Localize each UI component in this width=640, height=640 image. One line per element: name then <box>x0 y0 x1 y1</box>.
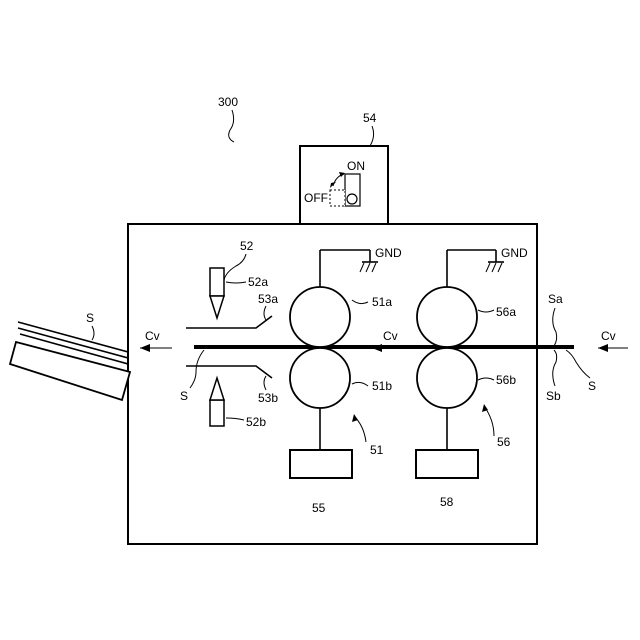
sensor-unit-label: 52 <box>240 239 254 253</box>
flow-label-right: Cv <box>601 329 616 343</box>
roller-56a <box>417 287 477 347</box>
tray-sheet-leader <box>92 326 94 340</box>
sheet-right-leader <box>566 350 590 378</box>
tray-sheet-label: S <box>86 311 94 325</box>
lower-sensor-label: 52b <box>246 415 266 429</box>
switch-off-label: OFF <box>304 191 328 205</box>
roller-51a-label: 51a <box>372 295 392 309</box>
output-tray <box>10 322 130 400</box>
figure-ref-label: 300 <box>218 95 238 109</box>
sheet-bottom-side-label: Sb <box>546 389 561 403</box>
roller-56b <box>417 348 477 408</box>
sheet-bottom-side-leader <box>553 350 557 386</box>
roller-51b-label: 51b <box>372 379 392 393</box>
flow-arrow-right <box>598 344 628 352</box>
switch-box <box>300 146 388 224</box>
unit-56-label: 56 <box>497 435 511 449</box>
upper-sensor-label: 52a <box>248 275 268 289</box>
switch-knob-icon <box>347 194 357 204</box>
flow-label-mid: Cv <box>383 329 398 343</box>
motor-55-label: 55 <box>312 501 326 515</box>
sheet-left-label: S <box>180 389 188 403</box>
sheet-right-label: S <box>588 379 596 393</box>
sheet-top-side-label: Sa <box>548 292 563 306</box>
flow-label-left: Cv <box>145 329 160 343</box>
motor-58-label: 58 <box>440 495 454 509</box>
unit-51-label: 51 <box>370 443 384 457</box>
ground-label-56: GND <box>501 246 528 260</box>
upper-guide-label: 53a <box>258 292 278 306</box>
sheet-top-side-leader <box>553 308 557 346</box>
lower-guide-label: 53b <box>258 391 278 405</box>
roller-51b <box>290 348 350 408</box>
switch-on-label: ON <box>347 159 365 173</box>
motor-58 <box>416 450 478 478</box>
switch-off-position <box>330 190 345 206</box>
roller-56a-label: 56a <box>496 305 516 319</box>
figure-ref-leader <box>229 110 234 142</box>
roller-56b-label: 56b <box>496 373 516 387</box>
roller-51a <box>290 287 350 347</box>
switch-ref-label: 54 <box>363 111 377 125</box>
motor-55 <box>290 450 352 478</box>
switch-ref-leader <box>370 126 374 146</box>
ground-label-51: GND <box>375 246 402 260</box>
